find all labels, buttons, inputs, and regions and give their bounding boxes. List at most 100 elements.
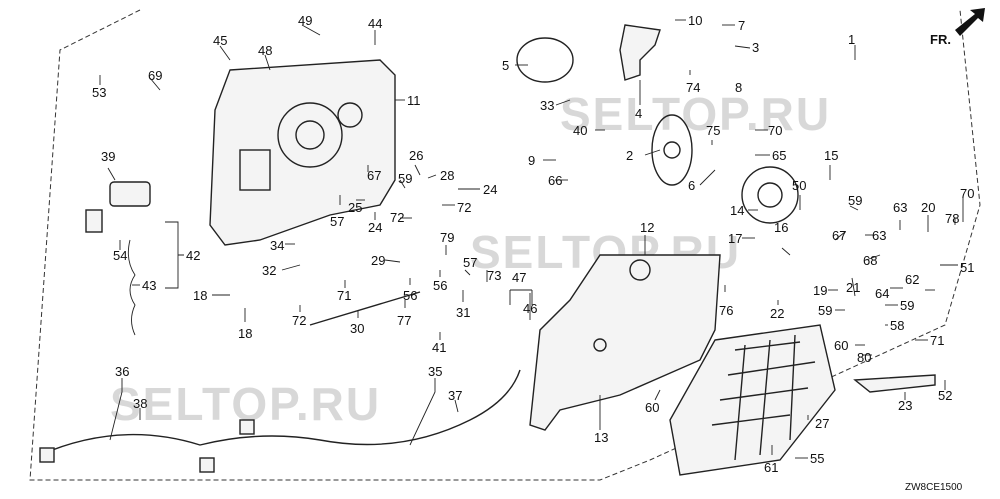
callout: 50	[792, 178, 806, 193]
callout: 49	[298, 13, 312, 28]
callout: 31	[456, 305, 470, 320]
callout: 60	[645, 400, 659, 415]
callout: 32	[262, 263, 276, 278]
callout: 67	[367, 168, 381, 183]
side-panel	[529, 254, 721, 431]
control-lever	[619, 24, 799, 224]
key-switch	[85, 181, 151, 336]
callout: 58	[890, 318, 904, 333]
callout: 68	[863, 253, 877, 268]
callout: 59	[818, 303, 832, 318]
callout: 12	[640, 220, 654, 235]
callout: 59	[900, 298, 914, 313]
callout: 4	[635, 106, 642, 121]
callout: 46	[523, 301, 537, 316]
callout: 77	[397, 313, 411, 328]
callout: 5	[502, 58, 509, 73]
left-cover-housing	[209, 59, 396, 246]
callout: 57	[463, 255, 477, 270]
callout: 80	[857, 350, 871, 365]
watermark: SELTOP.RU	[560, 88, 831, 140]
callout: 72	[292, 313, 306, 328]
callout: 63	[872, 228, 886, 243]
callout: 8	[735, 80, 742, 95]
callout: 41	[432, 340, 446, 355]
callout: 24	[368, 220, 382, 235]
callout: 10	[688, 13, 702, 28]
callout: 71	[930, 333, 944, 348]
callout: 60	[834, 338, 848, 353]
callout: 34	[270, 238, 284, 253]
callout: 55	[810, 451, 824, 466]
callout: 56	[403, 288, 417, 303]
assembly-frame	[29, 9, 981, 481]
callout: 52	[938, 388, 952, 403]
callout: 70	[960, 186, 974, 201]
rod	[309, 291, 421, 326]
callout: 18	[193, 288, 207, 303]
o-ring	[516, 37, 574, 83]
wire-harness	[39, 369, 521, 473]
callout-group: 1 2 3 4 5 6 7 8 9 10 11 12 13 14 15 16 1…	[92, 13, 974, 475]
callout: 47	[512, 270, 526, 285]
callout: 23	[898, 398, 912, 413]
callout: 35	[428, 364, 442, 379]
callout: 16	[774, 220, 788, 235]
callout: 64	[875, 286, 889, 301]
callout: 56	[433, 278, 447, 293]
front-direction-arrow: FR.	[930, 8, 985, 47]
callout: 59	[398, 171, 412, 186]
callout: 25	[348, 200, 362, 215]
callout: 9	[528, 153, 535, 168]
callout: 79	[440, 230, 454, 245]
callout: 62	[905, 272, 919, 287]
callout: 48	[258, 43, 272, 58]
callout: 69	[148, 68, 162, 83]
callout: 42	[186, 248, 200, 263]
callout: 26	[409, 148, 423, 163]
callout: 67	[832, 228, 846, 243]
callout: 11	[407, 93, 421, 108]
callout: 73	[487, 268, 501, 283]
direction-label: FR.	[930, 32, 951, 47]
callout: 76	[719, 303, 733, 318]
callout: 22	[770, 306, 784, 321]
callout: 20	[921, 200, 935, 215]
callout: 43	[142, 278, 156, 293]
callout: 1	[848, 32, 855, 47]
callout: 44	[368, 16, 382, 31]
callout: 74	[686, 80, 700, 95]
grid-back-panel	[669, 324, 836, 476]
callout: 13	[594, 430, 608, 445]
callout: 29	[371, 253, 385, 268]
callout: 19	[813, 283, 827, 298]
callout: 54	[113, 248, 127, 263]
callout: 28	[440, 168, 454, 183]
callout: 57	[330, 214, 344, 229]
callout: 72	[457, 200, 471, 215]
callout: 71	[337, 288, 351, 303]
callout: 38	[133, 396, 147, 411]
callout: 63	[893, 200, 907, 215]
callout: 40	[573, 123, 587, 138]
callout: 75	[706, 123, 720, 138]
callout: 39	[101, 149, 115, 164]
callout: 37	[448, 388, 462, 403]
callout: 66	[548, 173, 562, 188]
callout: 36	[115, 364, 129, 379]
callout: 6	[688, 178, 695, 193]
callout: 18	[238, 326, 252, 341]
callout: 17	[728, 231, 742, 246]
callout: 15	[824, 148, 838, 163]
callout: 27	[815, 416, 829, 431]
callout: 61	[764, 460, 778, 475]
callout: 21	[846, 280, 860, 295]
callout: 33	[540, 98, 554, 113]
callout: 72	[390, 210, 404, 225]
callout: 2	[626, 148, 633, 163]
callout: 78	[945, 211, 959, 226]
bracket	[853, 374, 936, 393]
callout: 53	[92, 85, 106, 100]
